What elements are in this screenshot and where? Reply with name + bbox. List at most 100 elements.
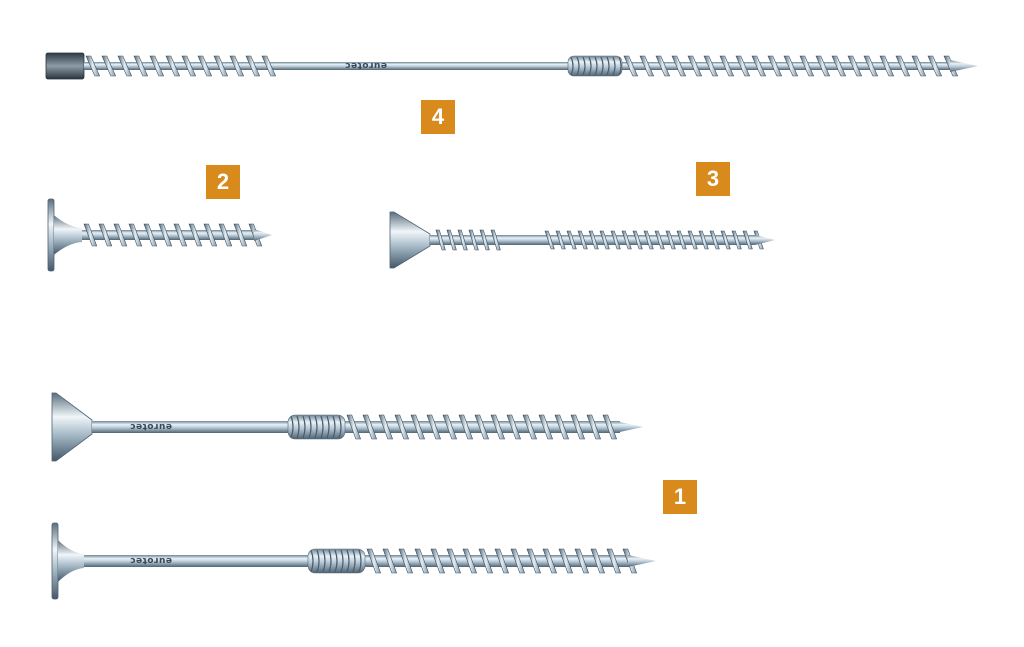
washer-head [47,198,55,272]
knurl-line [308,415,312,439]
knurl-line [310,549,314,573]
knurl-line [612,56,616,76]
thread [245,55,261,77]
thread [655,55,671,77]
thread [621,230,632,250]
thread [590,548,606,574]
knurl-line [296,415,300,439]
thread [458,414,474,440]
thread [366,548,382,574]
thread [558,548,574,574]
thread [506,414,522,440]
badge-4: 4 [421,100,455,134]
brand-mark: eurotec [345,60,387,70]
thread [687,55,703,77]
thread [430,548,446,574]
thread [544,230,555,250]
thread [676,230,687,250]
brand-mark: eurotec [130,421,172,431]
thread [643,230,654,250]
screw-tip [628,555,656,567]
thread [687,230,698,250]
screw-tip [615,421,643,433]
badge-1: 1 [663,480,697,514]
countersunk-head [389,211,431,269]
head-neck [58,540,84,582]
thread [665,230,676,250]
knurl-line [302,415,306,439]
thread [143,223,158,247]
thread [847,55,863,77]
knurl-line [314,415,318,439]
thread [229,55,245,77]
knurl-line [588,56,592,76]
thread [538,414,554,440]
thread [261,55,277,77]
thread [218,223,233,247]
thread [654,230,665,250]
thread [554,414,570,440]
thread [435,229,446,251]
thread [577,230,588,250]
thread [731,230,742,250]
thread [479,229,490,251]
thread [671,55,687,77]
thread [599,230,610,250]
screw-1a: eurotec [51,392,643,462]
thread [751,55,767,77]
screw-tip [950,60,978,72]
thread [213,55,229,77]
thread [542,548,558,574]
thread [911,55,927,77]
thread [522,414,538,440]
knurl-line [570,56,574,76]
thread [815,55,831,77]
thread [197,55,213,77]
thread [570,414,586,440]
thread [446,548,462,574]
thread [382,548,398,574]
knurl-line [328,549,332,573]
thread [490,229,501,251]
thread [586,414,602,440]
thread [462,548,478,574]
thread [698,230,709,250]
thread [767,55,783,77]
thread [879,55,895,77]
thread [623,55,639,77]
brand-mark: eurotec [130,555,172,565]
thread [709,230,720,250]
thread [895,55,911,77]
knurl-line [340,549,344,573]
thread [128,223,143,247]
thread [83,223,98,247]
thread [783,55,799,77]
thread [639,55,655,77]
knurl-line [606,56,610,76]
thread [490,414,506,440]
thread [101,55,117,77]
screw-1b: eurotec [51,522,656,600]
screw-4: eurotec [45,52,978,80]
thread [494,548,510,574]
thread [442,414,458,440]
knurl-line [338,415,342,439]
badge-2: 2 [206,165,240,199]
thread [362,414,378,440]
knurl-line [576,56,580,76]
screw-2 [47,198,272,272]
thread [606,548,622,574]
thread [478,548,494,574]
knurl-line [618,56,622,76]
thread [468,229,479,251]
thread [555,230,566,250]
knurl-line [322,549,326,573]
knurl-line [582,56,586,76]
knurl-line [334,549,338,573]
thread [117,55,133,77]
thread [588,230,599,250]
knurl-line [320,415,324,439]
shaft [84,62,960,70]
thread [149,55,165,77]
thread [165,55,181,77]
